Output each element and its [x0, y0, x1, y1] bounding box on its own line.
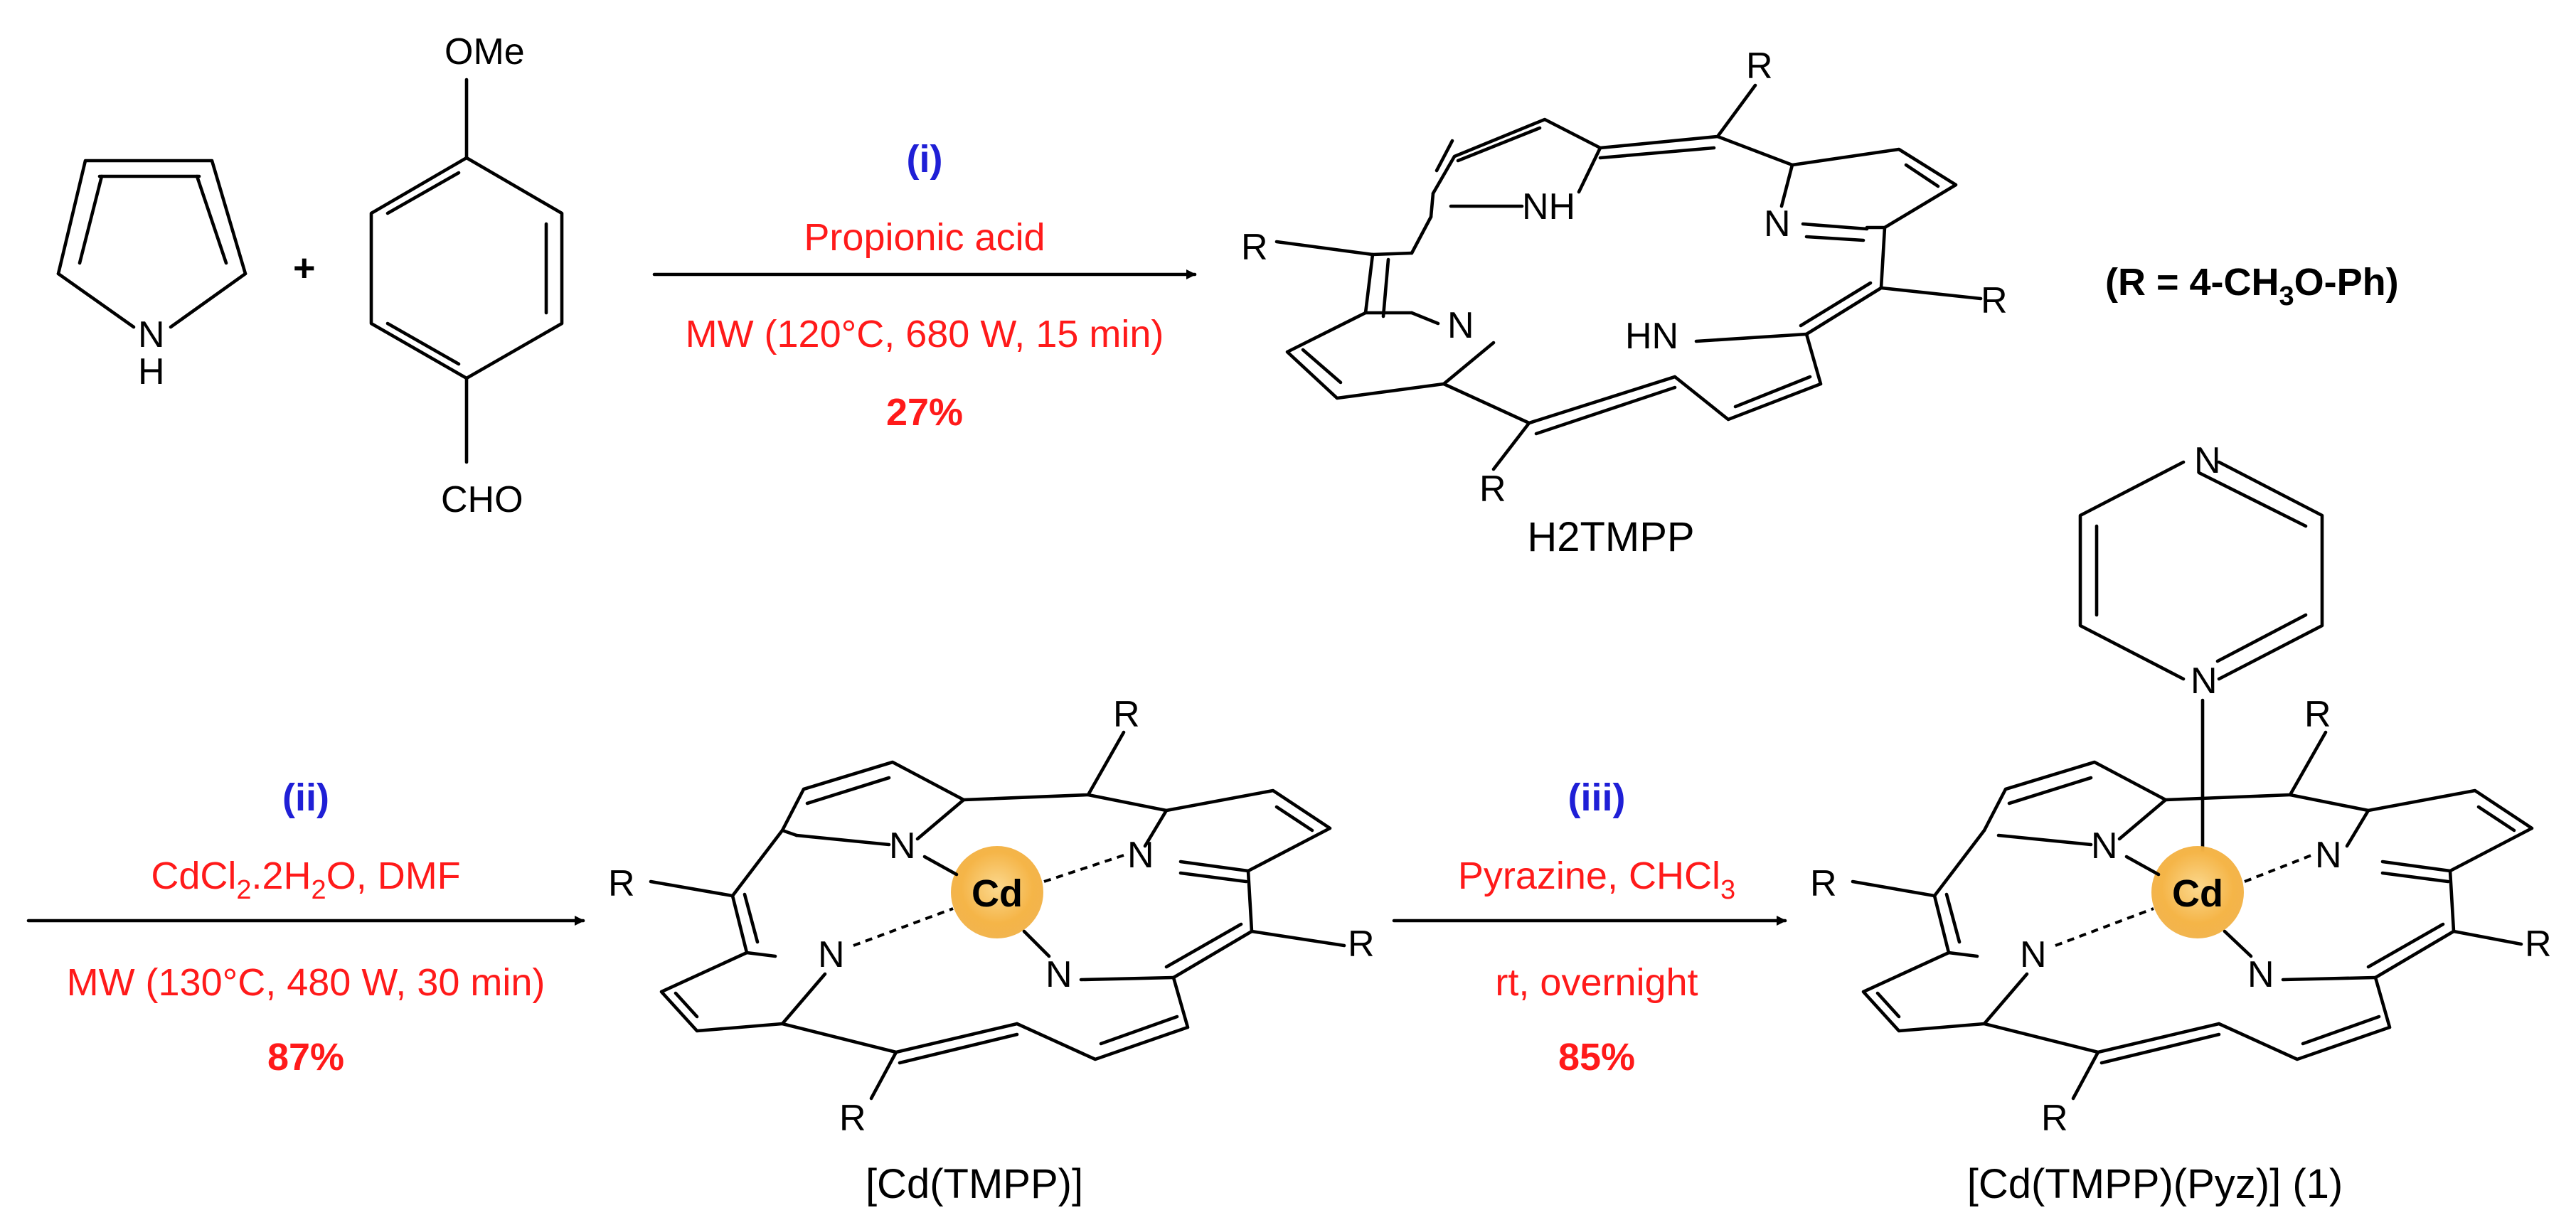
cd2-r-left: R: [1810, 863, 1837, 904]
step-3-reagent: Pyrazine, CHCl3: [1458, 855, 1735, 905]
step-2-reagent: CdCl2.2H2O, DMF: [151, 855, 460, 905]
cd1-r-bottom: R: [839, 1098, 866, 1139]
pyrrole-h-label: H: [138, 351, 165, 392]
step-1-reagent: Propionic acid: [804, 216, 1045, 259]
cd-metal-sphere-2: [2151, 846, 2244, 938]
reaction-step-3: (iii) Pyrazine, CHCl3 rt, overnight 85%: [1392, 776, 1787, 1078]
h2tmpp-n-right: N: [1764, 203, 1791, 245]
cd1-r-top: R: [1113, 694, 1140, 735]
anisaldehyde-structure: OMe CHO: [369, 31, 564, 520]
h2tmpp-r-bottom: R: [1479, 469, 1506, 510]
h2tmpp-nh-label: NH: [1522, 186, 1575, 228]
cd-tmpp-pyz-structure: N N Cd N R N R N: [1810, 440, 2552, 1139]
pyz-n-top: N: [2194, 440, 2221, 481]
cd1-n-bottomleft: N: [818, 934, 845, 975]
reaction-step-2: (ii) CdCl2.2H2O, DMF MW (130°C, 480 W, 3…: [26, 776, 585, 1078]
reaction-step-1: (i) Propionic acid MW (120°C, 680 W, 15 …: [652, 138, 1197, 434]
step-3-yield: 85%: [1558, 1036, 1635, 1078]
h2tmpp-structure: NH R N R HN R N R: [1241, 46, 2008, 510]
cd-label-2: Cd: [2172, 872, 2223, 915]
cd2-r-bottom: R: [2041, 1098, 2068, 1139]
step-3-condition: rt, overnight: [1495, 961, 1698, 1004]
cd2-n-bottomleft: N: [2020, 934, 2047, 975]
pyz-n-bottom: N: [2191, 660, 2218, 702]
cd2-n-bottomright: N: [2247, 954, 2274, 995]
compound-label-cd-tmpp: [Cd(TMPP)]: [866, 1161, 1083, 1207]
h2tmpp-r-right: R: [1981, 280, 2008, 321]
step-1-number: (i): [907, 138, 943, 181]
step-2-yield: 87%: [267, 1036, 344, 1078]
h2tmpp-r-left: R: [1241, 227, 1268, 268]
cd-metal-sphere-1: [951, 846, 1043, 938]
cd2-r-top: R: [2304, 694, 2331, 735]
pyrrole-structure: N H: [56, 159, 248, 392]
step-3-number: (iii): [1568, 776, 1626, 819]
r-definition: (R = 4-CH3O-Ph): [2105, 261, 2399, 311]
cd2-n-topright: N: [2315, 835, 2342, 876]
step-1-condition: MW (120°C, 680 W, 15 min): [686, 313, 1164, 355]
cd2-n-topleft: N: [2091, 825, 2118, 867]
pyrrole-n-label: N: [138, 314, 165, 355]
h2tmpp-r-top: R: [1746, 46, 1773, 87]
step-2-condition: MW (130°C, 480 W, 30 min): [67, 961, 545, 1004]
compound-label-h2tmpp: H2TMPP: [1527, 514, 1694, 560]
cd-label-1: Cd: [972, 872, 1023, 915]
ome-label: OMe: [445, 31, 525, 73]
cd-tmpp-structure: Cd N R N R N R N: [608, 694, 1375, 1139]
plus-sign: +: [293, 247, 316, 289]
step-2-number: (ii): [282, 776, 329, 819]
cd1-n-topleft: N: [889, 825, 916, 867]
cd2-r-right: R: [2525, 924, 2552, 965]
cd1-r-left: R: [608, 863, 635, 904]
h2tmpp-n-left: N: [1447, 305, 1474, 346]
h2tmpp-hn-label: HN: [1625, 316, 1678, 357]
cd1-n-bottomright: N: [1045, 954, 1073, 995]
cd1-r-right: R: [1348, 924, 1375, 965]
cho-label: CHO: [441, 479, 523, 520]
compound-label-cd-tmpp-pyz: [Cd(TMPP)(Pyz)] (1): [1967, 1161, 2343, 1207]
step-1-yield: 27%: [886, 391, 963, 434]
cd1-n-topright: N: [1127, 835, 1154, 876]
